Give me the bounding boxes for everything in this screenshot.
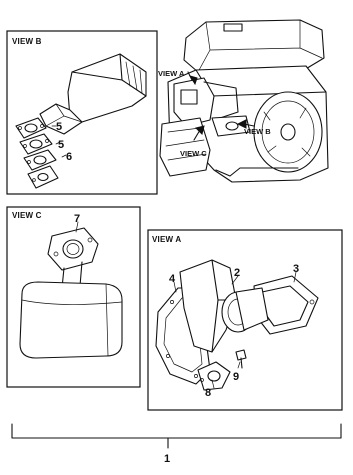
callout-view-c: VIEW C bbox=[180, 149, 207, 158]
view-a-panel: VIEW A bbox=[147, 229, 343, 411]
engine-assembly-drawing bbox=[159, 19, 329, 183]
part-number-5a: 5 bbox=[56, 121, 62, 133]
view-b-title: VIEW B bbox=[12, 37, 42, 46]
part-number-3: 3 bbox=[293, 263, 299, 275]
callout-view-b: VIEW B bbox=[244, 127, 271, 136]
view-a-title: VIEW A bbox=[152, 235, 181, 244]
part-number-7: 7 bbox=[74, 213, 80, 225]
muffler-drawing bbox=[19, 227, 123, 359]
view-b-leaders bbox=[51, 125, 67, 158]
view-c-title: VIEW C bbox=[12, 211, 42, 220]
carburetor-parts-drawing bbox=[155, 259, 319, 391]
assembly-bracket bbox=[11, 423, 342, 449]
view-c-panel: VIEW C 7 bbox=[6, 206, 141, 388]
callout-view-a: VIEW A bbox=[158, 69, 185, 78]
part-number-2: 2 bbox=[234, 267, 240, 279]
part-number-1: 1 bbox=[164, 453, 170, 465]
part-number-4: 4 bbox=[169, 273, 176, 285]
part-number-6: 6 bbox=[66, 151, 72, 163]
part-number-9: 9 bbox=[233, 371, 239, 383]
view-c-leader bbox=[75, 221, 79, 233]
part-number-5b: 5 bbox=[58, 139, 64, 151]
gasket-stack-drawing bbox=[15, 117, 59, 189]
part-number-8: 8 bbox=[205, 387, 211, 399]
view-b-panel: VIEW B 5 5 bbox=[6, 30, 158, 195]
intake-duct-drawing bbox=[39, 53, 147, 135]
view-a-leaders bbox=[173, 271, 297, 389]
